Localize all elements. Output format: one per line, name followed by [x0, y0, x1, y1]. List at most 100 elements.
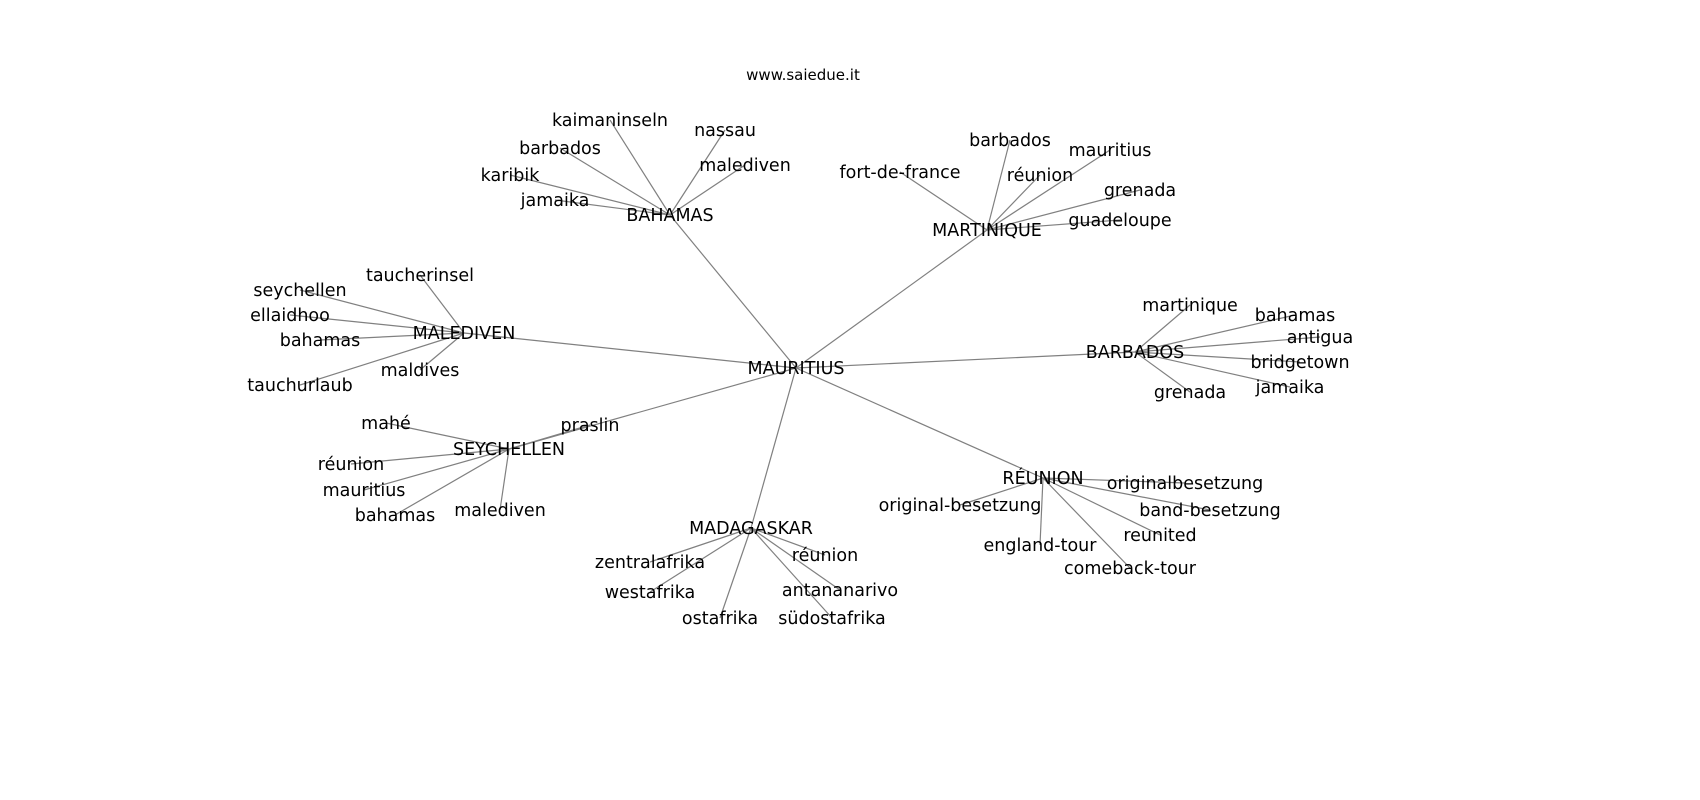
- leaf-node-label: kaimaninseln: [552, 111, 668, 131]
- leaf-node-label: bridgetown: [1250, 353, 1349, 373]
- edge-center-barbados: [795, 351, 1136, 369]
- edge-madagaskar-leaf: [750, 527, 833, 619]
- leaf-node-label: südostafrika: [778, 609, 886, 629]
- edge-martinique-leaf: [986, 149, 1111, 231]
- leaf-node-label: barbados: [969, 131, 1051, 151]
- hub-node-martinique: MARTINIQUE: [932, 221, 1042, 241]
- edge-barbados-leaf: [1134, 336, 1321, 353]
- edge-center-reunion: [795, 367, 1044, 479]
- edge-seychellen-leaf: [394, 448, 510, 516]
- edge-martinique-leaf: [899, 171, 988, 231]
- edge-malediven-leaf: [289, 314, 465, 334]
- edge-martinique-leaf: [986, 174, 1041, 231]
- edge-martinique-leaf: [986, 189, 1141, 231]
- edge-barbados-leaf: [1134, 304, 1191, 353]
- edge-center-bahamas: [669, 214, 797, 369]
- leaf-node-label: jamaika: [1255, 378, 1325, 398]
- leaf-node-label: martinique: [1142, 296, 1238, 316]
- leaf-node-label: grenada: [1104, 181, 1176, 201]
- leaf-node-label: réunion: [318, 455, 384, 475]
- leaf-node-label: guadeloupe: [1068, 211, 1171, 231]
- edge-bahamas-leaf: [609, 119, 671, 216]
- edge-madagaskar-leaf: [649, 527, 752, 593]
- edge-reunion-leaf: [1042, 477, 1131, 569]
- edge-barbados-leaf: [1134, 351, 1301, 363]
- hub-node-reunion: RÉUNION: [1002, 467, 1083, 489]
- edge-bahamas-leaf: [669, 129, 726, 216]
- edge-barbados-leaf: [1134, 314, 1296, 353]
- leaf-node-label: antananarivo: [782, 581, 898, 601]
- edge-barbados-leaf: [1134, 351, 1191, 393]
- hub-node-barbados: BARBADOS: [1086, 343, 1184, 363]
- leaf-node-label: westafrika: [605, 583, 696, 603]
- edge-center-malediven: [463, 332, 797, 369]
- edge-center-madagaskar: [750, 367, 797, 529]
- leaf-node-label: karibik: [481, 166, 541, 186]
- leaf-node-label: grenada: [1154, 383, 1226, 403]
- edge-seychellen-leaf: [385, 422, 510, 450]
- diagram-title: www.saiedue.it: [746, 66, 860, 84]
- edge-reunion-leaf: [1042, 477, 1211, 511]
- leaf-node-label: jamaika: [520, 191, 590, 211]
- leaf-node-label: tauchurlaub: [247, 376, 352, 396]
- edge-barbados-leaf: [1134, 351, 1291, 388]
- leaf-node-label: mahé: [361, 414, 411, 434]
- edge-malediven-leaf: [419, 332, 465, 371]
- leaf-node-label: zentralafrika: [595, 553, 705, 573]
- leaf-node-label: barbados: [519, 139, 601, 159]
- edge-bahamas-leaf: [554, 199, 671, 216]
- edge-bahamas-leaf: [669, 164, 746, 216]
- edge-reunion-leaf: [959, 477, 1044, 506]
- edge-malediven-leaf: [319, 332, 465, 341]
- leaf-node-label: antigua: [1287, 328, 1353, 348]
- leaf-node-label: bahamas: [1255, 306, 1336, 326]
- edge-malediven-leaf: [419, 274, 465, 334]
- edge-seychellen-leaf: [363, 448, 510, 491]
- edge-martinique-leaf: [986, 139, 1011, 231]
- edge-seychellen-leaf: [350, 448, 510, 465]
- leaf-node-label: seychellen: [253, 281, 346, 301]
- leaf-node-label: comeback-tour: [1064, 559, 1197, 579]
- leaf-node-label: malediven: [699, 156, 791, 176]
- leaf-node-label: nassau: [694, 121, 756, 141]
- edge-center-seychellen: [508, 367, 797, 450]
- edge-malediven-leaf: [299, 332, 465, 386]
- edge-reunion-leaf: [1042, 477, 1161, 536]
- edge-madagaskar-leaf: [719, 527, 752, 619]
- edge-madagaskar-leaf: [750, 527, 841, 591]
- leaf-node-label: réunion: [1007, 166, 1073, 186]
- edge-center-martinique: [795, 229, 988, 369]
- edge-seychellen-leaf: [499, 448, 510, 511]
- edge-madagaskar-leaf: [750, 527, 826, 556]
- leaf-node-label: originalbesetzung: [1107, 474, 1264, 494]
- leaf-node-label: maldives: [381, 361, 460, 381]
- edge-malediven-leaf: [299, 289, 465, 334]
- leaf-node-label: malediven: [454, 501, 546, 521]
- hub-node-madagaskar: MADAGASKAR: [689, 519, 813, 539]
- leaf-node-label: réunion: [792, 546, 858, 566]
- edge-martinique-leaf: [986, 219, 1121, 231]
- leaf-node-label: fort-de-france: [840, 163, 961, 183]
- leaf-node-label: band-besetzung: [1139, 501, 1280, 521]
- leaf-node-label: england-tour: [984, 536, 1098, 556]
- leaf-node-label: mauritius: [323, 481, 406, 501]
- leaf-node-label: original-besetzung: [879, 496, 1042, 516]
- edge-bahamas-leaf: [559, 147, 671, 216]
- leaf-node-label: reunited: [1123, 526, 1196, 546]
- leaf-node-label: praslin: [561, 416, 620, 436]
- leaf-node-label: ostafrika: [682, 609, 758, 629]
- edge-bahamas-leaf: [509, 174, 671, 216]
- leaf-node-label: mauritius: [1069, 141, 1152, 161]
- leaf-node-label: bahamas: [355, 506, 436, 526]
- leaf-node-label: bahamas: [280, 331, 361, 351]
- edge-reunion-leaf: [1042, 477, 1186, 484]
- leaf-node-label: ellaidhoo: [250, 306, 330, 326]
- edge-seychellen-leaf: [508, 424, 591, 450]
- center-node-mauritius: MAURITIUS: [748, 359, 845, 379]
- hub-node-bahamas: BAHAMAS: [626, 206, 713, 226]
- hub-node-malediven: MALEDIVEN: [413, 324, 516, 344]
- hub-node-seychellen: SEYCHELLEN: [453, 440, 565, 460]
- edge-reunion-leaf: [1039, 477, 1044, 546]
- edge-madagaskar-leaf: [649, 527, 752, 563]
